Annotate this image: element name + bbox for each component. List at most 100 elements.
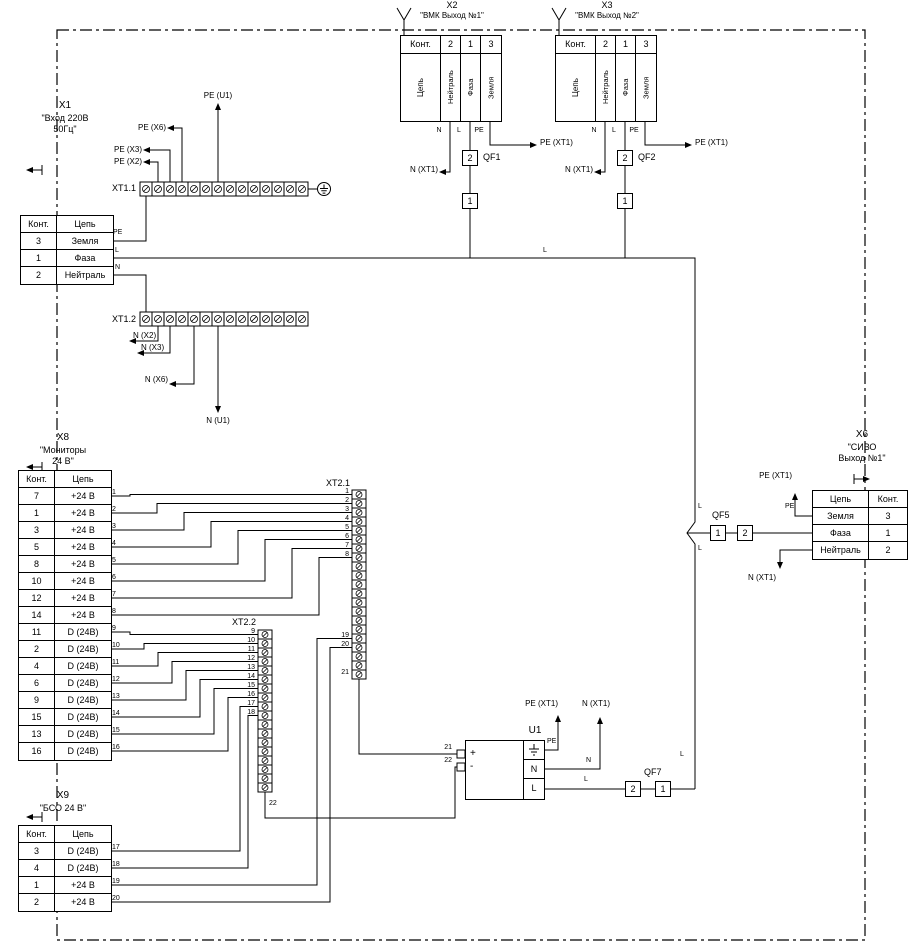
- wire-mark-l: L: [115, 247, 119, 254]
- ref-pe-xt1-x6: PE (XT1): [759, 471, 792, 480]
- psu-u1-id: U1: [528, 725, 542, 736]
- table-header: Конт. Цепь: [21, 216, 113, 233]
- table-row: 15 D (24В) 14: [19, 709, 120, 726]
- table-row: 1 +24 В 2: [19, 505, 116, 522]
- enclosure-boundary: [56, 29, 866, 941]
- wire-number-21-strip: 21: [341, 669, 349, 676]
- wire-number: 14: [112, 710, 120, 717]
- wire-number: 5: [112, 557, 116, 564]
- table-header: Цепь Конт.: [813, 491, 907, 508]
- wire-number: 20: [112, 895, 120, 902]
- u1-plus-terminal: +: [470, 748, 476, 759]
- table-row: 11 D (24В) 9: [19, 624, 116, 641]
- ref-n-xt1-u1: N (XT1): [582, 699, 610, 708]
- connector-x9-id: X9: [56, 790, 70, 801]
- connector-column: 1 Фаза L: [612, 36, 636, 134]
- breaker-qf1-pole-b: 1: [462, 193, 478, 209]
- table-row: 2 +24 В 20: [19, 894, 120, 911]
- wire-number: 11: [112, 659, 120, 666]
- connector-x8-id: X8: [56, 432, 70, 443]
- terminal-strip-xt1-2: [139, 311, 309, 327]
- u1-ground-cell: [524, 741, 544, 760]
- ref-n-x3: N (X3): [141, 343, 165, 352]
- table-row: 3 D (24В) 17: [19, 843, 120, 860]
- table-row: 14 +24 В 8: [19, 607, 116, 624]
- connector-x3-name: "ВМК Выход №2": [575, 11, 639, 20]
- table-row: 4 D (24В) 18: [19, 860, 120, 877]
- breaker-qf5-pole-b: 2: [737, 525, 753, 541]
- wire-number-22-u1: 22: [444, 757, 452, 764]
- label-xt1-1: XT1.1: [111, 183, 136, 193]
- label-xt1-2: XT1.2: [111, 314, 136, 324]
- table-row: Земля 3: [813, 508, 907, 525]
- label-qf5: QF5: [712, 510, 730, 520]
- wire-number: 10: [112, 642, 120, 649]
- table-row: 13 D (24В) 15: [19, 726, 120, 743]
- u1-minus-terminal: -: [470, 761, 474, 772]
- wire-number: 19: [112, 878, 120, 885]
- connector-x3-id: X3: [601, 0, 613, 10]
- wire-number: 17: [112, 844, 120, 851]
- label-qf2: QF2: [638, 152, 656, 162]
- ref-pe-x3: PE (X3): [113, 145, 142, 154]
- connector-x8-table: Конт. Цепь 7 +24 В 1 1 +24 В 2 3 +24 В 3…: [18, 470, 120, 761]
- connector-x9-table: Конт. Цепь 3 D (24В) 17 4 D (24В) 18 1 +…: [18, 825, 120, 912]
- wire-number: 15: [112, 727, 120, 734]
- breaker-qf1-pole-a: 2: [462, 150, 478, 166]
- ref-n-xt1-x6: N (XT1): [748, 573, 776, 582]
- ref-pe-u1: PE (U1): [203, 91, 233, 100]
- table-header: Конт. Цепь: [19, 471, 111, 488]
- table-row: 2 Нейтраль: [21, 267, 113, 284]
- wire-number: 16: [112, 744, 120, 751]
- label-xt2-2: XT2.2: [231, 617, 256, 627]
- ref-pe-x6: PE (X6): [137, 123, 166, 132]
- wire-lines: [26, 7, 870, 903]
- wire-number: 2: [112, 506, 116, 513]
- wire-mark-pe-x6: PE: [785, 503, 795, 510]
- wire-mark-pe-u1: PE: [547, 738, 557, 745]
- table-row: 5 +24 В 4: [19, 539, 116, 556]
- table-row: 3 +24 В 3: [19, 522, 116, 539]
- ref-n-x6: N (X6): [144, 375, 168, 384]
- table-row: Нейтраль 2: [813, 542, 907, 559]
- breaker-qf7-pole-b: 1: [655, 781, 671, 797]
- breaker-qf7-pole-a: 2: [625, 781, 641, 797]
- wire-number: 9: [112, 625, 116, 632]
- ref-pe-xt1-u1: PE (XT1): [525, 699, 558, 708]
- ref-pe-xt1-x3: PE (XT1): [695, 138, 728, 147]
- connector-x8-name-line1: "Мониторы: [39, 445, 87, 455]
- terminal-strip-xt1-1: [139, 181, 309, 197]
- connector-column: 3 Земля PE: [474, 36, 501, 134]
- label-xt2-1: XT2.1: [325, 478, 350, 488]
- wire-mark-l-qf7: L: [680, 751, 684, 758]
- connector-x1-id: X1: [58, 100, 72, 111]
- ref-pe-x2: PE (X2): [113, 157, 142, 166]
- connector-x6-name-line1: "СИВО: [847, 442, 877, 452]
- connector-x8-name-line2: 24 В": [52, 456, 74, 466]
- connector-column: 3 Земля PE: [629, 36, 656, 134]
- connector-x6-table: Цепь Конт. Земля 3 Фаза 1 Нейтраль 2: [812, 490, 908, 560]
- u1-neutral-cell: N: [524, 760, 544, 779]
- psu-u1-box: + - N L: [465, 740, 545, 800]
- wire-number: 3: [112, 523, 116, 530]
- connector-x6-id: X6: [855, 429, 869, 440]
- table-row: 2 D (24В) 10: [19, 641, 120, 658]
- connector-x3-table: Конт. Цепь 2 Нейтраль N 1 Фаза L 3 Земля…: [555, 35, 657, 134]
- wire-mark-l-bus-upper: L: [698, 503, 702, 510]
- connector-x9-name: "БСО 24 В": [39, 803, 87, 813]
- wire-mark-n: N: [115, 264, 121, 271]
- connector-x1-name-line1: "Вход 220В: [41, 113, 89, 123]
- wire-number: 6: [112, 574, 116, 581]
- table-header: Конт. Цепь: [19, 826, 111, 843]
- table-row: 6 D (24В) 12: [19, 675, 120, 692]
- u1-line-cell: L: [531, 783, 537, 793]
- table-row: 3 Земля: [21, 233, 113, 250]
- wire-number: 1: [112, 489, 116, 496]
- wire-number: 18: [112, 861, 120, 868]
- table-row: 9 D (24В) 13: [19, 692, 120, 709]
- wire-mark-l-u1: L: [584, 776, 588, 783]
- ref-n-u1: N (U1): [206, 416, 230, 425]
- table-row: 10 +24 В 6: [19, 573, 116, 590]
